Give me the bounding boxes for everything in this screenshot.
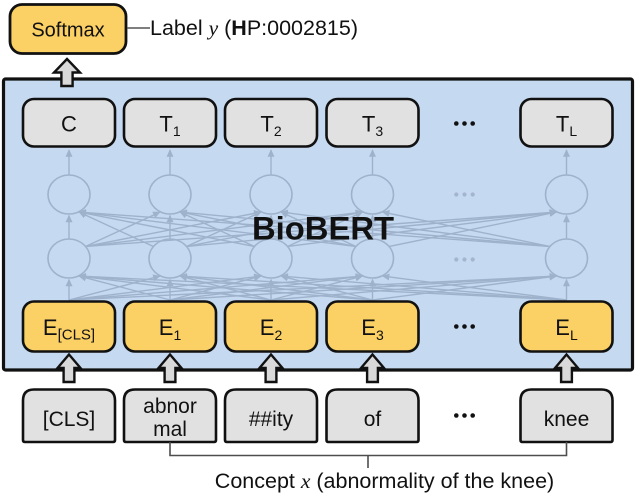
svg-text:of: of [364,408,382,431]
svg-text:Softmax: Softmax [31,20,104,42]
svg-text:Label y (HP:0002815): Label y (HP:0002815) [150,16,358,40]
svg-text:abnor: abnor [143,395,197,418]
svg-text:mal: mal [153,418,187,441]
svg-text:Concept x (abnormality of the: Concept x (abnormality of the knee) [215,469,554,493]
svg-text:C: C [61,112,77,137]
svg-text:##ity: ##ity [249,408,294,431]
svg-text:knee: knee [544,408,590,431]
svg-text:[CLS]: [CLS] [43,408,96,431]
svg-text:BioBERT: BioBERT [252,210,394,247]
